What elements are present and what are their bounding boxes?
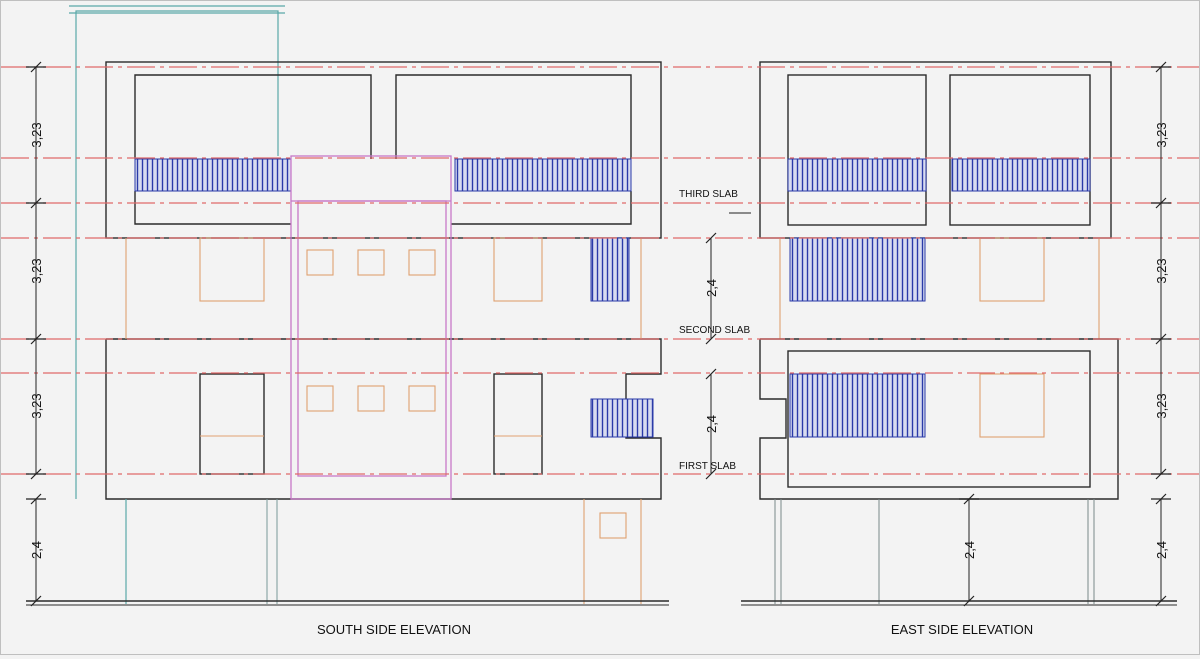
dim-label-right-third: 3,23 [1154, 122, 1169, 147]
middle-right-window [493, 237, 543, 302]
dimension-labels: 3,23 3,23 3,23 2,4 3,23 3,23 3,23 2,4 2,… [29, 122, 1169, 559]
second-slab-label: SECOND SLAB [679, 325, 750, 336]
dim-label-left-third: 3,23 [29, 122, 44, 147]
dimension-lines [26, 61, 1171, 607]
dim-label-right-ground: 2,4 [1154, 541, 1169, 559]
core-vent [306, 385, 334, 412]
upper-block [105, 61, 662, 239]
east-upper-right-hatch [951, 158, 1091, 192]
rooftop-stair-outline [75, 10, 279, 499]
east-lower-inner [787, 350, 1091, 488]
south-elevation [26, 5, 669, 606]
upper-balcony-line [134, 191, 291, 225]
ground-window [599, 512, 627, 539]
south-elevation-caption: SOUTH SIDE ELEVATION [317, 622, 471, 637]
lower-right-window [493, 373, 543, 475]
upper-left-window-frame [134, 74, 372, 159]
core-vent [408, 249, 436, 276]
core-vent [357, 249, 385, 276]
east-elevation-caption: EAST SIDE ELEVATION [891, 622, 1033, 637]
dim-label-right-second: 3,23 [1154, 258, 1169, 283]
east-upper-right-window [949, 74, 1091, 226]
central-core-outer [290, 155, 452, 500]
lower-left-window [199, 373, 265, 475]
third-slab-label: THIRD SLAB [679, 189, 738, 200]
dim-ticks [26, 61, 1171, 607]
slab-labels: THIRD SLAB SECOND SLAB FIRST SLAB [679, 189, 750, 472]
east-middle-window [979, 237, 1045, 302]
east-upper-left-hatch [787, 158, 927, 192]
first-slab-label: FIRST SLAB [679, 461, 736, 472]
east-upper-left-window [787, 74, 927, 226]
level-grid-lines [1, 66, 1199, 475]
dim-label-middle-lower: 2,4 [704, 415, 719, 433]
upper-right-hatch-band [454, 158, 632, 192]
core-vent [306, 249, 334, 276]
upper-left-hatch-band [134, 158, 292, 192]
core-vent [357, 385, 385, 412]
middle-left-window [199, 237, 265, 302]
east-upper-block [759, 61, 1112, 239]
dim-label-right-first: 3,23 [1154, 393, 1169, 418]
east-lower-window [979, 373, 1045, 438]
upper-right-window-frame [395, 74, 632, 159]
east-elevation [741, 61, 1177, 606]
upper-balcony-line [451, 191, 632, 225]
dim-label-left-ground: 2,4 [29, 541, 44, 559]
east-lower-block [759, 338, 1119, 500]
dim-label-middle-upper: 2,4 [704, 279, 719, 297]
dim-label-east-ground: 2,4 [962, 541, 977, 559]
east-lower-hatch [789, 373, 926, 438]
east-middle-hatch [789, 237, 926, 302]
lower-right-hatch [590, 398, 654, 438]
dim-label-left-first: 3,23 [29, 393, 44, 418]
lower-block [105, 338, 662, 500]
middle-right-hatch [590, 237, 630, 302]
dim-label-left-second: 3,23 [29, 258, 44, 283]
core-vent [408, 385, 436, 412]
